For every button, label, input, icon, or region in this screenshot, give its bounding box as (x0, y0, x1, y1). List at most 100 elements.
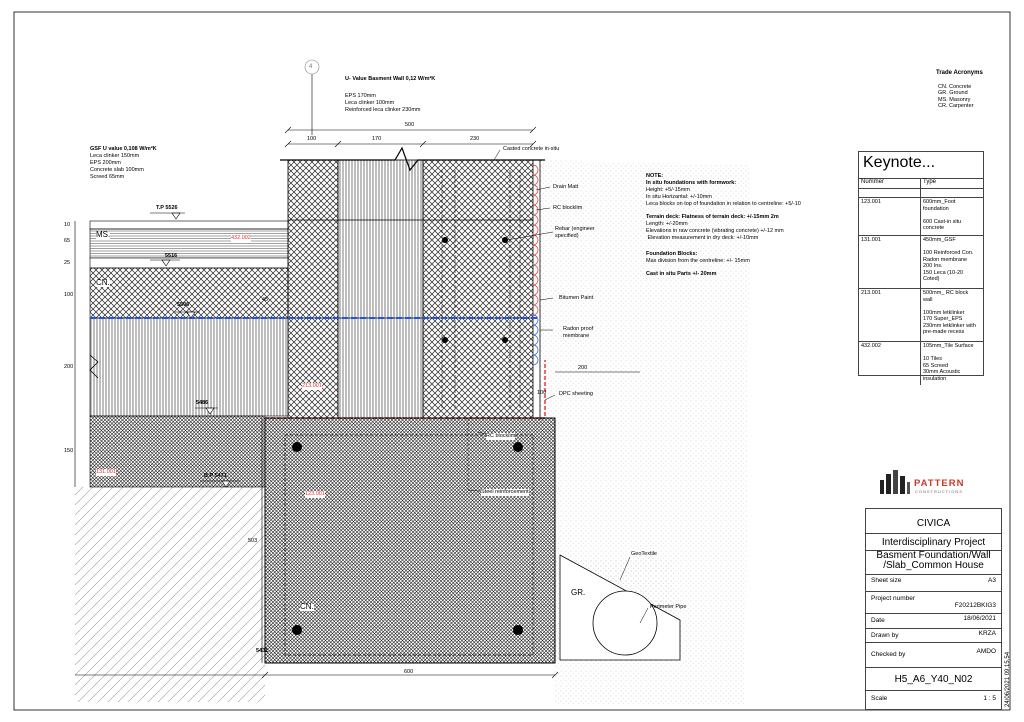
date-label: Date (871, 617, 885, 624)
slab-uvalue-title: GSF U value 0,108 W/m²K (90, 146, 157, 152)
keynote-tag-213: 213.001 (302, 383, 322, 390)
acronym-item: CN. Concrete (938, 83, 972, 90)
keynote-number: 213.001 (859, 289, 921, 341)
project-number-label: Project number (871, 595, 916, 602)
drawn-by-value: KRZA (978, 630, 996, 637)
dim-45: 45 (262, 297, 269, 303)
logo-sub: CONSTRUCTIONS (915, 489, 963, 494)
dim-top-part: 100 (307, 136, 317, 142)
pattern-logo-mark (880, 470, 910, 494)
keynote-type: 500mm_ RC block wall 100mm letklinker 17… (923, 290, 976, 335)
drawing-number: H5_A6_Y40_N02 (894, 674, 973, 685)
dim-200: 200 (578, 365, 588, 371)
keynote-number: 123.001 (859, 198, 921, 235)
dim-bottom: 600 (404, 669, 414, 675)
tag-ms: MS. (96, 230, 111, 239)
keynote-table: Keynote... Nummer Type 123.001 600mm_Foo… (858, 151, 984, 385)
project-number-value: F20212BKIG3 (954, 602, 996, 609)
dim-top-total: 500 (405, 122, 415, 128)
leca-inner-leaf (287, 159, 339, 419)
callout-bitumen: Bitumen Paint (559, 295, 594, 301)
level-tp: T.P 5526 (156, 205, 178, 211)
notes-s1-title: In situ foundations with formwork: (646, 180, 737, 186)
level-5431: 5431 (256, 648, 269, 654)
notes-s3-title: Foundation Blocks: (646, 251, 698, 257)
acronym-item: GR. Ground (938, 90, 968, 96)
sheet-size-label: Sheet size (871, 577, 902, 584)
keynote-col-number: Nummer (859, 179, 921, 188)
scale-label: Scale (871, 695, 888, 702)
dim-left: 200 (64, 364, 74, 370)
concrete-slab-layer (89, 267, 289, 319)
keynote-number: 432.002 (859, 342, 921, 385)
checked-by-label: Checked by (871, 651, 906, 658)
notes-title: NOTE: (646, 173, 664, 179)
notes-line: Max division from the centreline: +/- 15… (646, 258, 750, 264)
grid-marker: 4 (309, 64, 313, 70)
callout-dpc: DPC sheeting (559, 391, 593, 397)
checked-by-value: AMDO (976, 648, 997, 655)
reinforced-leca-outer-leaf (422, 159, 534, 419)
dim-503: 503 (248, 538, 258, 544)
keynote-type: 600mm_Foot foundation 600 Cast-in situ c… (923, 199, 962, 231)
tag-gr: GR. (571, 588, 586, 597)
keynote-number: 131.001 (859, 236, 921, 288)
callout-drain: Drain Matt (553, 184, 579, 190)
eps-layer (89, 317, 289, 417)
keynote-tag-131: 131.001 (96, 469, 116, 476)
wall-uvalue-line: Leca clinker 100mm (345, 100, 395, 106)
callout-rebar: Rebar (engineer specified) (555, 226, 595, 239)
slab-uvalue-line: Leca clinker 150mm (90, 153, 140, 159)
wall-uvalue-line: EPS 170mm (345, 93, 376, 99)
keynote-title: Keynote... (859, 152, 983, 179)
callout-steel: Steel reinforcement (481, 489, 529, 496)
ground-hatch-left (75, 487, 265, 702)
callout-casted: Casted concrete in-situ (503, 146, 560, 152)
slab-uvalue-line: Screed 65mm (90, 174, 125, 180)
tag-cn: CN. (96, 278, 110, 287)
callout-geotextile: GeoTextile (631, 551, 657, 557)
level-bp: B.P 5471 (204, 473, 227, 479)
keynote-col-type: Type (923, 179, 937, 185)
notes-line: Height: +5/-15mm (646, 187, 690, 193)
tag-cn-foundation: CN. (300, 602, 314, 611)
slab-uvalue-line: EPS 200mm (90, 160, 121, 166)
dim-left: 65 (64, 238, 71, 244)
level-5486: 5486 (196, 400, 209, 406)
foundation-block (264, 417, 556, 664)
wall-uvalue-title: U- Value Basment Wall 0,12 W/m²K (345, 76, 436, 82)
acronym-item: MS. Masonry (938, 96, 971, 103)
sheet-size-value: A3 (988, 577, 996, 584)
wall-uvalue-line: Reinforced leca clinker 230mm (345, 107, 421, 113)
print-timestamp: 24/06/2021 09.15.54 (1005, 651, 1011, 707)
notes-line: Leca blocks on top of foundation in rela… (646, 201, 801, 207)
perimeter-pipe (592, 590, 658, 656)
keynote-type: 105mm_Tile Surface 10 Tiles 65 Screed 30… (923, 343, 974, 382)
notes-line: Length: +/-20mm (646, 221, 688, 227)
acronyms-title: Trade Acronyms (936, 70, 983, 76)
project-name: Interdisciplinary Project (881, 537, 986, 548)
notes-s4-title: Cast in situ Parts +/- 20mm (646, 271, 717, 277)
keynote-row: 213.001 500mm_ RC block wall 100mm letkl… (859, 289, 983, 342)
notes-line: Elevations in raw concrete (vibrating co… (646, 228, 784, 234)
keynote-tag-123: 123.001 (305, 491, 325, 498)
callout-radon: Radon proof membrane (563, 326, 594, 339)
scale-value: 1 : 5 (983, 695, 996, 702)
callout-rc-blocklim-2: RC blocklim (486, 433, 516, 440)
drawing-title: Basment Foundation/Wall /Slab_Common Hou… (876, 550, 991, 571)
keynote-row: 131.001 450mm_GSF 100 Reinforced Con. Ra… (859, 236, 983, 289)
dim-left: 100 (64, 292, 74, 298)
logo-name: PATTERN (914, 478, 965, 489)
notes-line: In situ Horizantal: +/-10mm (646, 194, 712, 200)
notes-line: Elevation measurement in dry deck: +/-10… (646, 235, 759, 241)
keynote-row: 432.002 105mm_Tile Surface 10 Tiles 65 S… (859, 342, 983, 385)
dim-top-part: 170 (372, 136, 382, 142)
callout-perimeter: Perimeter Pipe (650, 604, 687, 610)
dim-left: 25 (64, 260, 71, 266)
leca-layer (89, 415, 266, 488)
keynote-row: 123.001 600mm_Foot foundation 600 Cast-i… (859, 198, 983, 236)
screed-layer (89, 228, 289, 259)
dim-left: 150 (64, 448, 74, 454)
